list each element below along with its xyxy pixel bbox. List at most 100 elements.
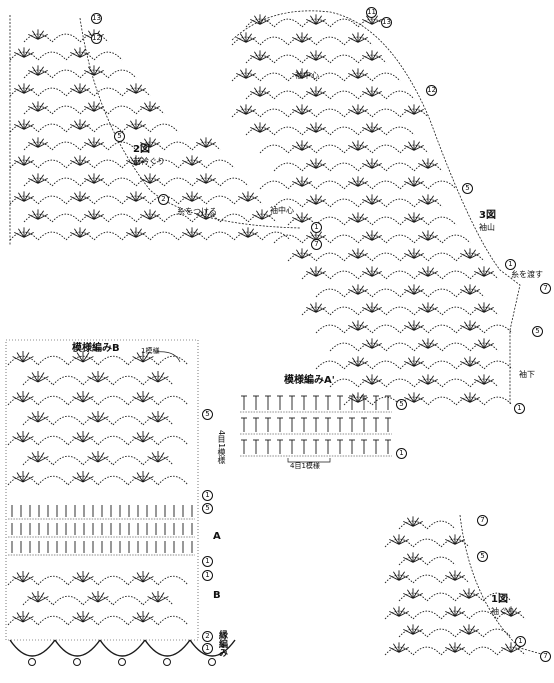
chain-arch — [412, 610, 442, 620]
shell-fan — [348, 140, 368, 151]
shell-fan — [460, 248, 480, 259]
shell-fan — [147, 591, 169, 603]
chain-arch — [157, 435, 189, 446]
chain-arch — [52, 375, 84, 386]
figB-row-1c: 1 — [202, 570, 213, 581]
shell-fan — [389, 534, 409, 545]
chain-arch — [441, 270, 471, 280]
chain-arch — [315, 108, 345, 118]
chain-arch — [142, 455, 174, 466]
figA2-repeat-label: 4目1模様 — [290, 462, 320, 470]
chain-arch — [427, 252, 457, 262]
shell-fan — [362, 86, 382, 97]
shell-fan — [140, 173, 160, 184]
shell-fan — [182, 191, 202, 202]
chain-arch — [273, 54, 303, 64]
shell-fan — [236, 68, 256, 79]
shell-fan — [27, 451, 49, 463]
fig3-underarm-label: 袖下 — [519, 370, 535, 379]
figB-row-1b: 1 — [202, 556, 213, 567]
chain-arch — [371, 252, 401, 262]
fig2-row-13: 13 — [91, 13, 102, 24]
chain-arch — [219, 213, 249, 223]
fig3-transfer-label: 糸を渡す — [511, 270, 543, 279]
chain-arch — [149, 159, 179, 169]
chain-arch — [426, 520, 456, 530]
shell-fan — [362, 194, 382, 205]
chain-arch — [426, 628, 456, 638]
chain-arch — [22, 595, 54, 606]
chain-arch — [163, 213, 193, 223]
shell-fan — [460, 392, 480, 403]
shell-fan — [404, 212, 424, 223]
shell-fan — [196, 173, 216, 184]
shell-fan — [182, 155, 202, 166]
shell-fan — [362, 158, 382, 169]
chain-arch — [149, 231, 179, 241]
shell-fan — [196, 209, 216, 220]
chain-arch — [426, 556, 456, 566]
shell-fan — [362, 338, 382, 349]
chain-arch — [385, 270, 415, 280]
figB-repeat-arrow — [154, 351, 181, 363]
shell-fan — [70, 47, 90, 58]
fig2-row-7: 7 — [311, 239, 322, 250]
shell-fan — [252, 209, 272, 220]
shell-fan — [70, 227, 90, 238]
chain-arch — [51, 177, 81, 187]
shell-fan — [250, 122, 270, 133]
shell-fan — [404, 104, 424, 115]
fig3-row-1: 1 — [505, 259, 516, 270]
figA2-title: 模様編みA' — [284, 375, 335, 386]
chain-arch — [329, 306, 359, 316]
chain-arch — [67, 435, 99, 446]
shell-fan — [348, 320, 368, 331]
fig2-neck-edge — [79, 17, 301, 229]
shell-fan — [87, 451, 109, 463]
shell-fan — [87, 371, 109, 383]
chain-arch — [482, 628, 512, 638]
chain-arch — [107, 141, 137, 151]
shell-fan — [14, 155, 34, 166]
chain-arch — [37, 123, 67, 133]
chain-arch — [157, 395, 189, 406]
chain-arch — [127, 615, 159, 626]
edging-scallop — [144, 639, 191, 657]
chain-arch — [385, 126, 415, 136]
shell-fan — [445, 642, 465, 653]
chain-arch — [37, 475, 69, 486]
chain-arch — [483, 396, 513, 406]
shell-fan — [84, 209, 104, 220]
chain-arch — [315, 144, 345, 154]
shell-fan — [140, 209, 160, 220]
picot — [28, 658, 36, 666]
chain-arch — [385, 378, 415, 388]
shell-fan — [418, 374, 438, 385]
chain-arch — [37, 231, 67, 241]
chain-arch — [51, 105, 81, 115]
chain-arch — [7, 355, 39, 366]
chain-arch — [315, 72, 345, 82]
shell-fan — [474, 338, 494, 349]
chain-arch — [385, 162, 415, 172]
chain-arch — [329, 234, 359, 244]
shell-fan — [27, 411, 49, 423]
chain-arch — [37, 51, 67, 61]
chain-arch — [37, 159, 67, 169]
chain-arch — [385, 234, 415, 244]
chain-arch — [385, 342, 415, 352]
shell-fan — [292, 68, 312, 79]
chain-arch — [329, 162, 359, 172]
chain-arch — [37, 615, 69, 626]
chain-arch — [259, 108, 289, 118]
shell-fan — [459, 588, 479, 599]
shell-fan — [306, 158, 326, 169]
shell-fan — [132, 611, 154, 623]
shell-fan — [445, 570, 465, 581]
shell-fan — [196, 137, 216, 148]
chain-arch — [7, 475, 39, 486]
chain-arch — [93, 159, 123, 169]
chain-arch — [97, 435, 129, 446]
shell-fan — [306, 50, 326, 61]
